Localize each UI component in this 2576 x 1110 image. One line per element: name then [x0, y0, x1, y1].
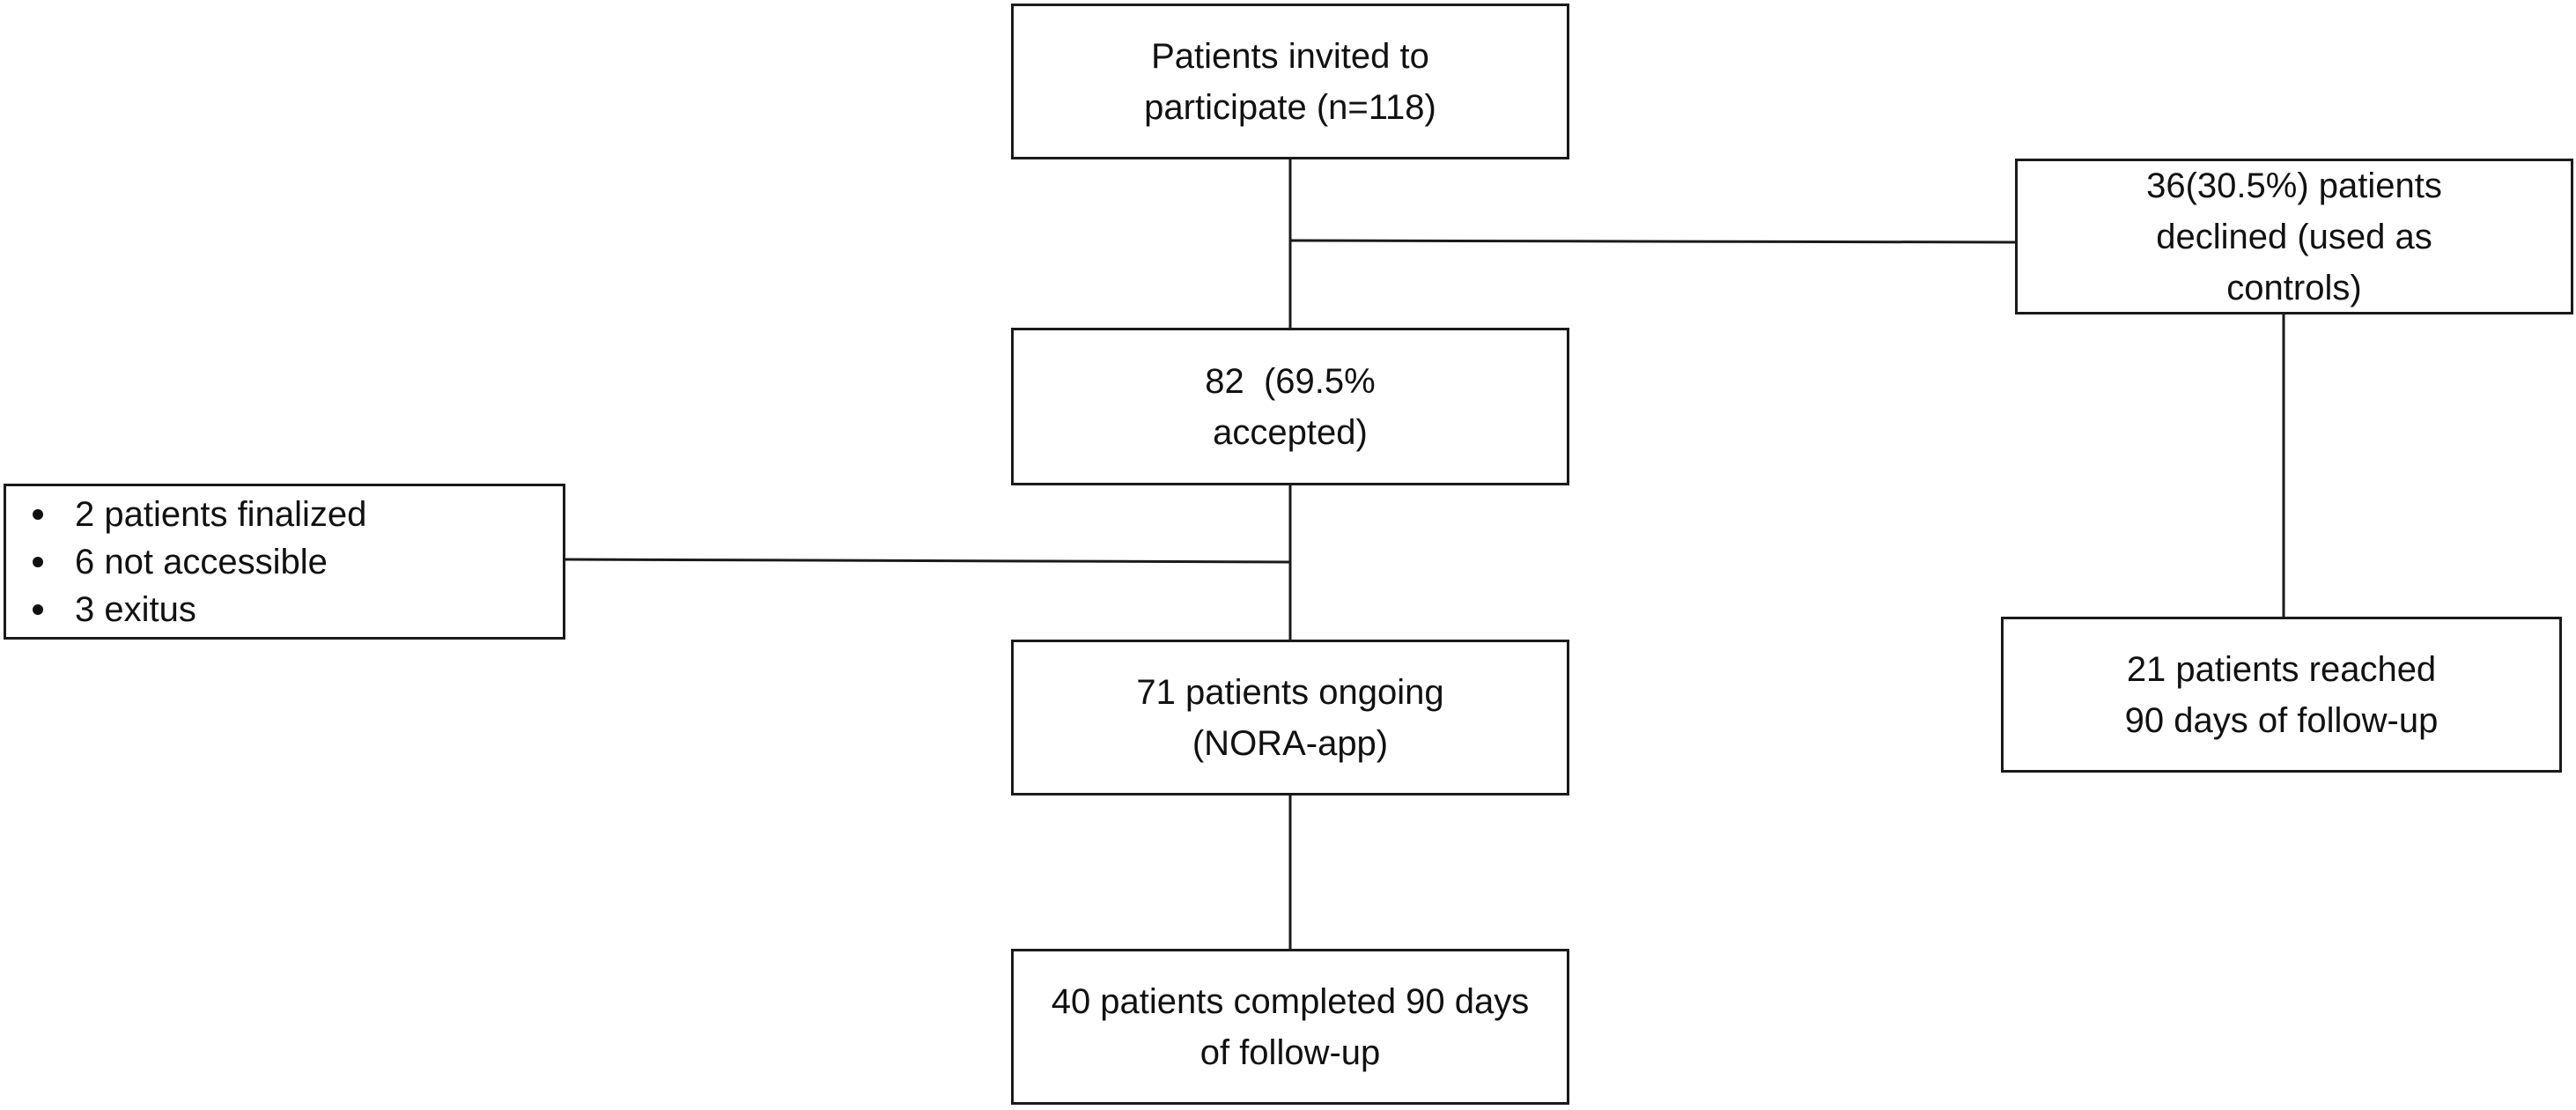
declined-line-3: controls) [2226, 268, 2362, 307]
accepted-line-1: 82 (69.5% [1205, 361, 1376, 401]
controls-followup-line-2: 90 days of follow-up [2124, 700, 2439, 740]
accepted-line-2: accepted) [1213, 412, 1368, 452]
ongoing-box: 71 patients ongoing (NORA-app) [1011, 640, 1569, 796]
exclusion-item-text: 2 patients finalized [75, 494, 367, 534]
ongoing-line-1: 71 patients ongoing [1136, 672, 1444, 712]
exclusions-box: 2 patients finalized 6 not accessible 3 … [4, 484, 565, 640]
completed-box: 40 patients completed 90 days of follow-… [1011, 949, 1569, 1105]
bullet-icon [33, 556, 43, 567]
completed-line-2: of follow-up [1199, 1032, 1381, 1072]
declined-box: 36(30.5%) patients declined (used as con… [2015, 159, 2573, 314]
accepted-box: 82 (69.5% accepted) [1011, 328, 1569, 485]
bullet-icon [33, 603, 43, 615]
invited-line-2: participate (n=118) [1144, 87, 1436, 127]
controls-followup-box: 21 patients reached 90 days of follow-up [2001, 617, 2562, 773]
exclusion-item-text: 6 not accessible [75, 542, 328, 581]
exclusion-item: 3 exitus [33, 586, 366, 633]
controls-followup-line-1: 21 patients reached [2126, 649, 2437, 689]
bullet-icon [33, 508, 43, 520]
invited-line-1: Patients invited to [1151, 36, 1429, 76]
exclusions-list: 2 patients finalized 6 not accessible 3 … [33, 491, 366, 633]
exclusion-item: 6 not accessible [33, 538, 366, 586]
ongoing-line-2: (NORA-app) [1192, 723, 1389, 763]
declined-line-1: 36(30.5%) patients [2146, 166, 2442, 205]
exclusion-item: 2 patients finalized [33, 491, 366, 538]
invited-box: Patients invited to participate (n=118) [1011, 4, 1569, 159]
connector-exclusions-to-main [563, 558, 1291, 564]
connector-branch-to-declined [1289, 239, 2016, 244]
exclusion-item-text: 3 exitus [75, 589, 196, 629]
completed-line-1: 40 patients completed 90 days [1051, 981, 1530, 1021]
declined-line-2: declined (used as [2156, 217, 2432, 256]
